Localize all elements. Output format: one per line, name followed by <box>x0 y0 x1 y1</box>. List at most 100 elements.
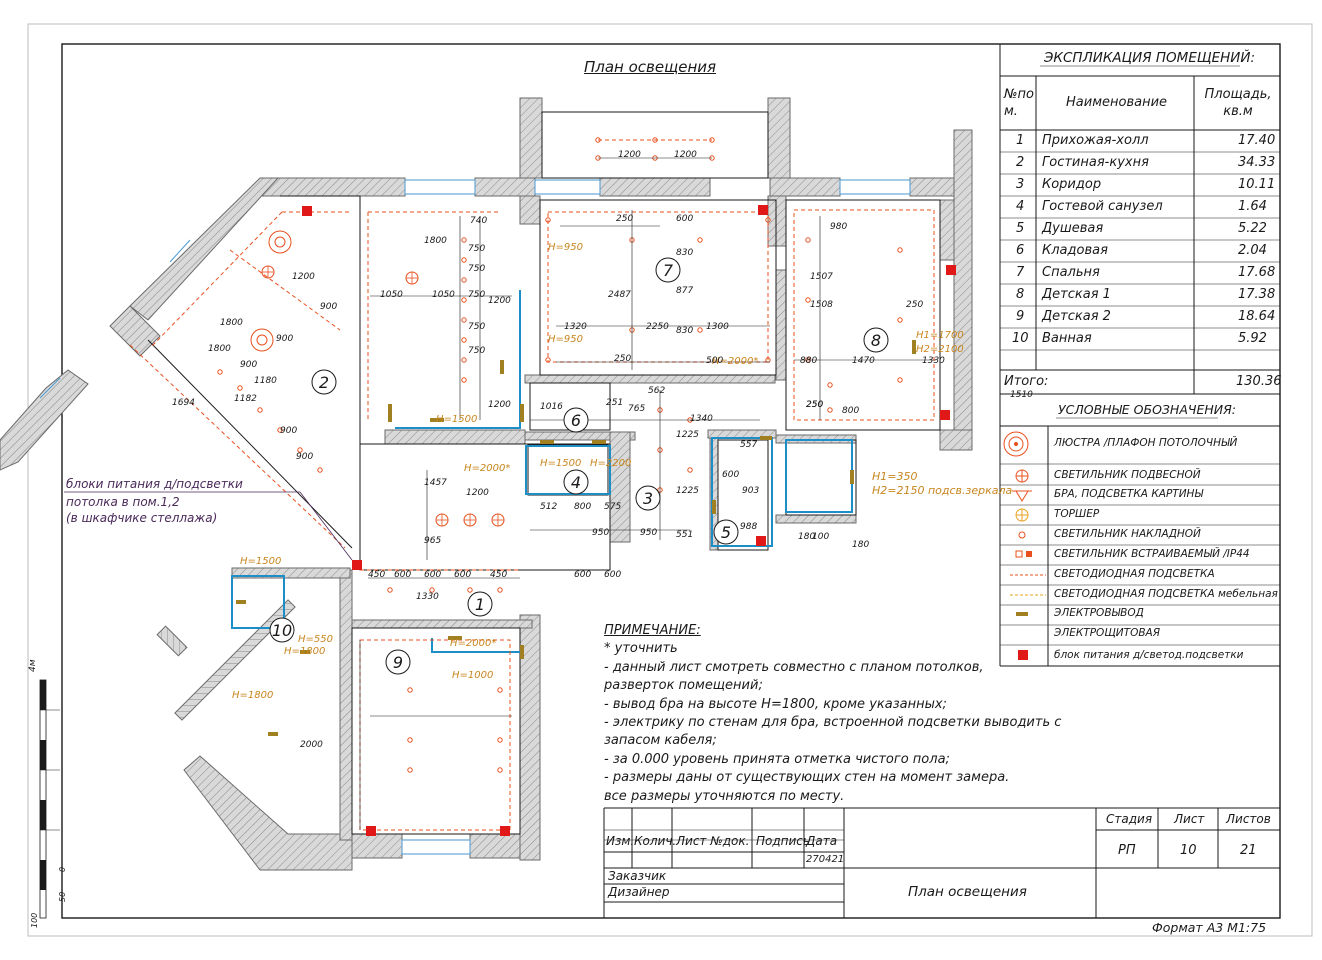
note-line: разверток помещений; <box>604 678 763 694</box>
fixture-point <box>827 382 833 388</box>
room-number: 9 <box>393 653 403 672</box>
mirror-note-1: Н1=350 <box>872 470 918 483</box>
fixture-point <box>407 687 413 693</box>
explication-num: 7 <box>1016 265 1025 280</box>
dimension-label: 740 <box>470 216 488 226</box>
windows <box>39 179 911 855</box>
height-label: Н=1800 <box>232 690 274 701</box>
walls <box>0 97 973 871</box>
dimension-label: 1200 <box>466 488 489 498</box>
dimension-label: 1200 <box>292 272 315 282</box>
dimension-label: 830 <box>676 326 694 336</box>
legend-label: блок питания д/светод.подсветки <box>1054 649 1244 661</box>
dimension-label: 1457 <box>424 478 447 488</box>
room-circle <box>311 369 337 395</box>
dimension-label: 1330 <box>922 356 945 366</box>
fixture-point <box>545 217 551 223</box>
power-annotation-1: блоки питания д/подсветки <box>66 477 243 491</box>
height-label: Н=950 <box>548 334 583 345</box>
chandelier-fixture <box>250 328 274 352</box>
stamp-stage-label: Стадия <box>1106 812 1153 826</box>
dimension-label: 575 <box>604 502 622 512</box>
dimension-label: 1330 <box>416 592 439 602</box>
note-line: - вывод бра на высоте Н=1800, кроме указ… <box>604 696 947 712</box>
legend-label: СВЕТИЛЬНИК ПОДВЕСНОЙ <box>1054 469 1201 481</box>
stamp-list-label: Лист <box>1174 812 1205 826</box>
dimension-label: 1470 <box>852 356 875 366</box>
stamp-date: 270421 <box>806 854 845 865</box>
legend-label: ЛЮСТРА /ПЛАФОН ПОТОЛОЧНЫЙ <box>1054 437 1238 449</box>
stamp-header: Подпись <box>756 834 810 848</box>
stamp-header: Лист №док. <box>676 834 750 848</box>
fixture-point <box>805 237 811 243</box>
room-circle <box>635 485 661 511</box>
explication-num: 8 <box>1016 287 1025 302</box>
chandelier-fixture <box>256 334 268 346</box>
height-label: Н=2000* <box>712 356 759 367</box>
explication-num: 10 <box>1012 331 1029 346</box>
height-label: Н=1500 <box>540 458 582 469</box>
light-fixtures <box>217 137 903 773</box>
dimension-label: 180 <box>852 540 870 550</box>
room-number: 8 <box>871 331 881 350</box>
floor-lamp-icon <box>1015 508 1029 522</box>
legend-label: СВЕТОДИОДНАЯ ПОДСВЕТКА <box>1054 568 1215 580</box>
fixture-point <box>687 467 693 473</box>
legend-label: ЭЛЕКТРОВЫВОД <box>1054 607 1144 619</box>
dimension-label: 250 <box>616 214 634 224</box>
stamp-sheet-name: План освещения <box>908 884 1027 900</box>
dimension-label: 1050 <box>432 290 455 300</box>
dimension-label: 600 <box>604 570 622 580</box>
stamp-designer: Дизайнер <box>608 885 670 899</box>
explication-num: 2 <box>1016 155 1025 170</box>
fixture-point <box>709 137 715 143</box>
fixture-point <box>317 467 323 473</box>
note-line: - размеры даны от существующих стен на м… <box>604 770 1010 786</box>
room-number: 1 <box>475 595 485 614</box>
chandelier-fixture <box>268 230 292 254</box>
dimension-label: 1225 <box>676 486 699 496</box>
stamp-list: 10 <box>1180 843 1197 858</box>
fixture-point <box>805 297 811 303</box>
fixture-point <box>497 587 503 593</box>
note-line: все размеры уточняются по месту. <box>604 788 845 804</box>
dimension-label: 500 <box>706 356 724 366</box>
dimension-label: 900 <box>320 302 338 312</box>
room-number: 2 <box>319 373 329 392</box>
recessed-light-icon <box>1015 550 1032 558</box>
dimension-label: 1200 <box>488 296 511 306</box>
stamp-customer: Заказчик <box>608 869 667 883</box>
fixture-point <box>497 737 503 743</box>
explication-num: 3 <box>1016 177 1025 192</box>
fixture-point <box>237 385 243 391</box>
scale-ruler <box>39 679 60 919</box>
outlet-icon <box>1016 612 1028 616</box>
dimension-label: 512 <box>540 502 558 512</box>
power-annotation-2: потолка в пом.1,2 <box>66 495 180 509</box>
fixture-point <box>461 277 467 283</box>
dimension-label: 800 <box>574 502 592 512</box>
dimension-label: 750 <box>468 290 486 300</box>
dimension-label: 877 <box>676 286 694 296</box>
fixture-point <box>697 327 703 333</box>
fixture-point <box>497 687 503 693</box>
fixture-point <box>407 737 413 743</box>
surface-light-icon <box>1018 531 1026 539</box>
explication-grid <box>999 44 1280 667</box>
total-value: 130.36 <box>1236 374 1282 389</box>
height-label: Н=2000* <box>450 638 497 649</box>
height-label: Н2=2100 <box>916 344 964 355</box>
explication-name: Гостевой санузел <box>1042 199 1163 214</box>
annotation-leader <box>64 491 353 561</box>
explication-area: 17.38 <box>1238 287 1276 302</box>
room-circle <box>467 591 493 617</box>
sconce-icon <box>1012 490 1032 502</box>
legend-label: ТОРШЕР <box>1054 508 1100 520</box>
inner-frame <box>61 43 1281 919</box>
fixture-point <box>897 247 903 253</box>
stamp-lists-label: Листов <box>1226 812 1271 826</box>
dimension-label: 1694 <box>172 398 195 408</box>
dimension-label: 600 <box>454 570 472 580</box>
dimension-label: 1800 <box>424 236 447 246</box>
legend-label: ЭЛЕКТРОЩИТОВАЯ <box>1054 627 1161 639</box>
